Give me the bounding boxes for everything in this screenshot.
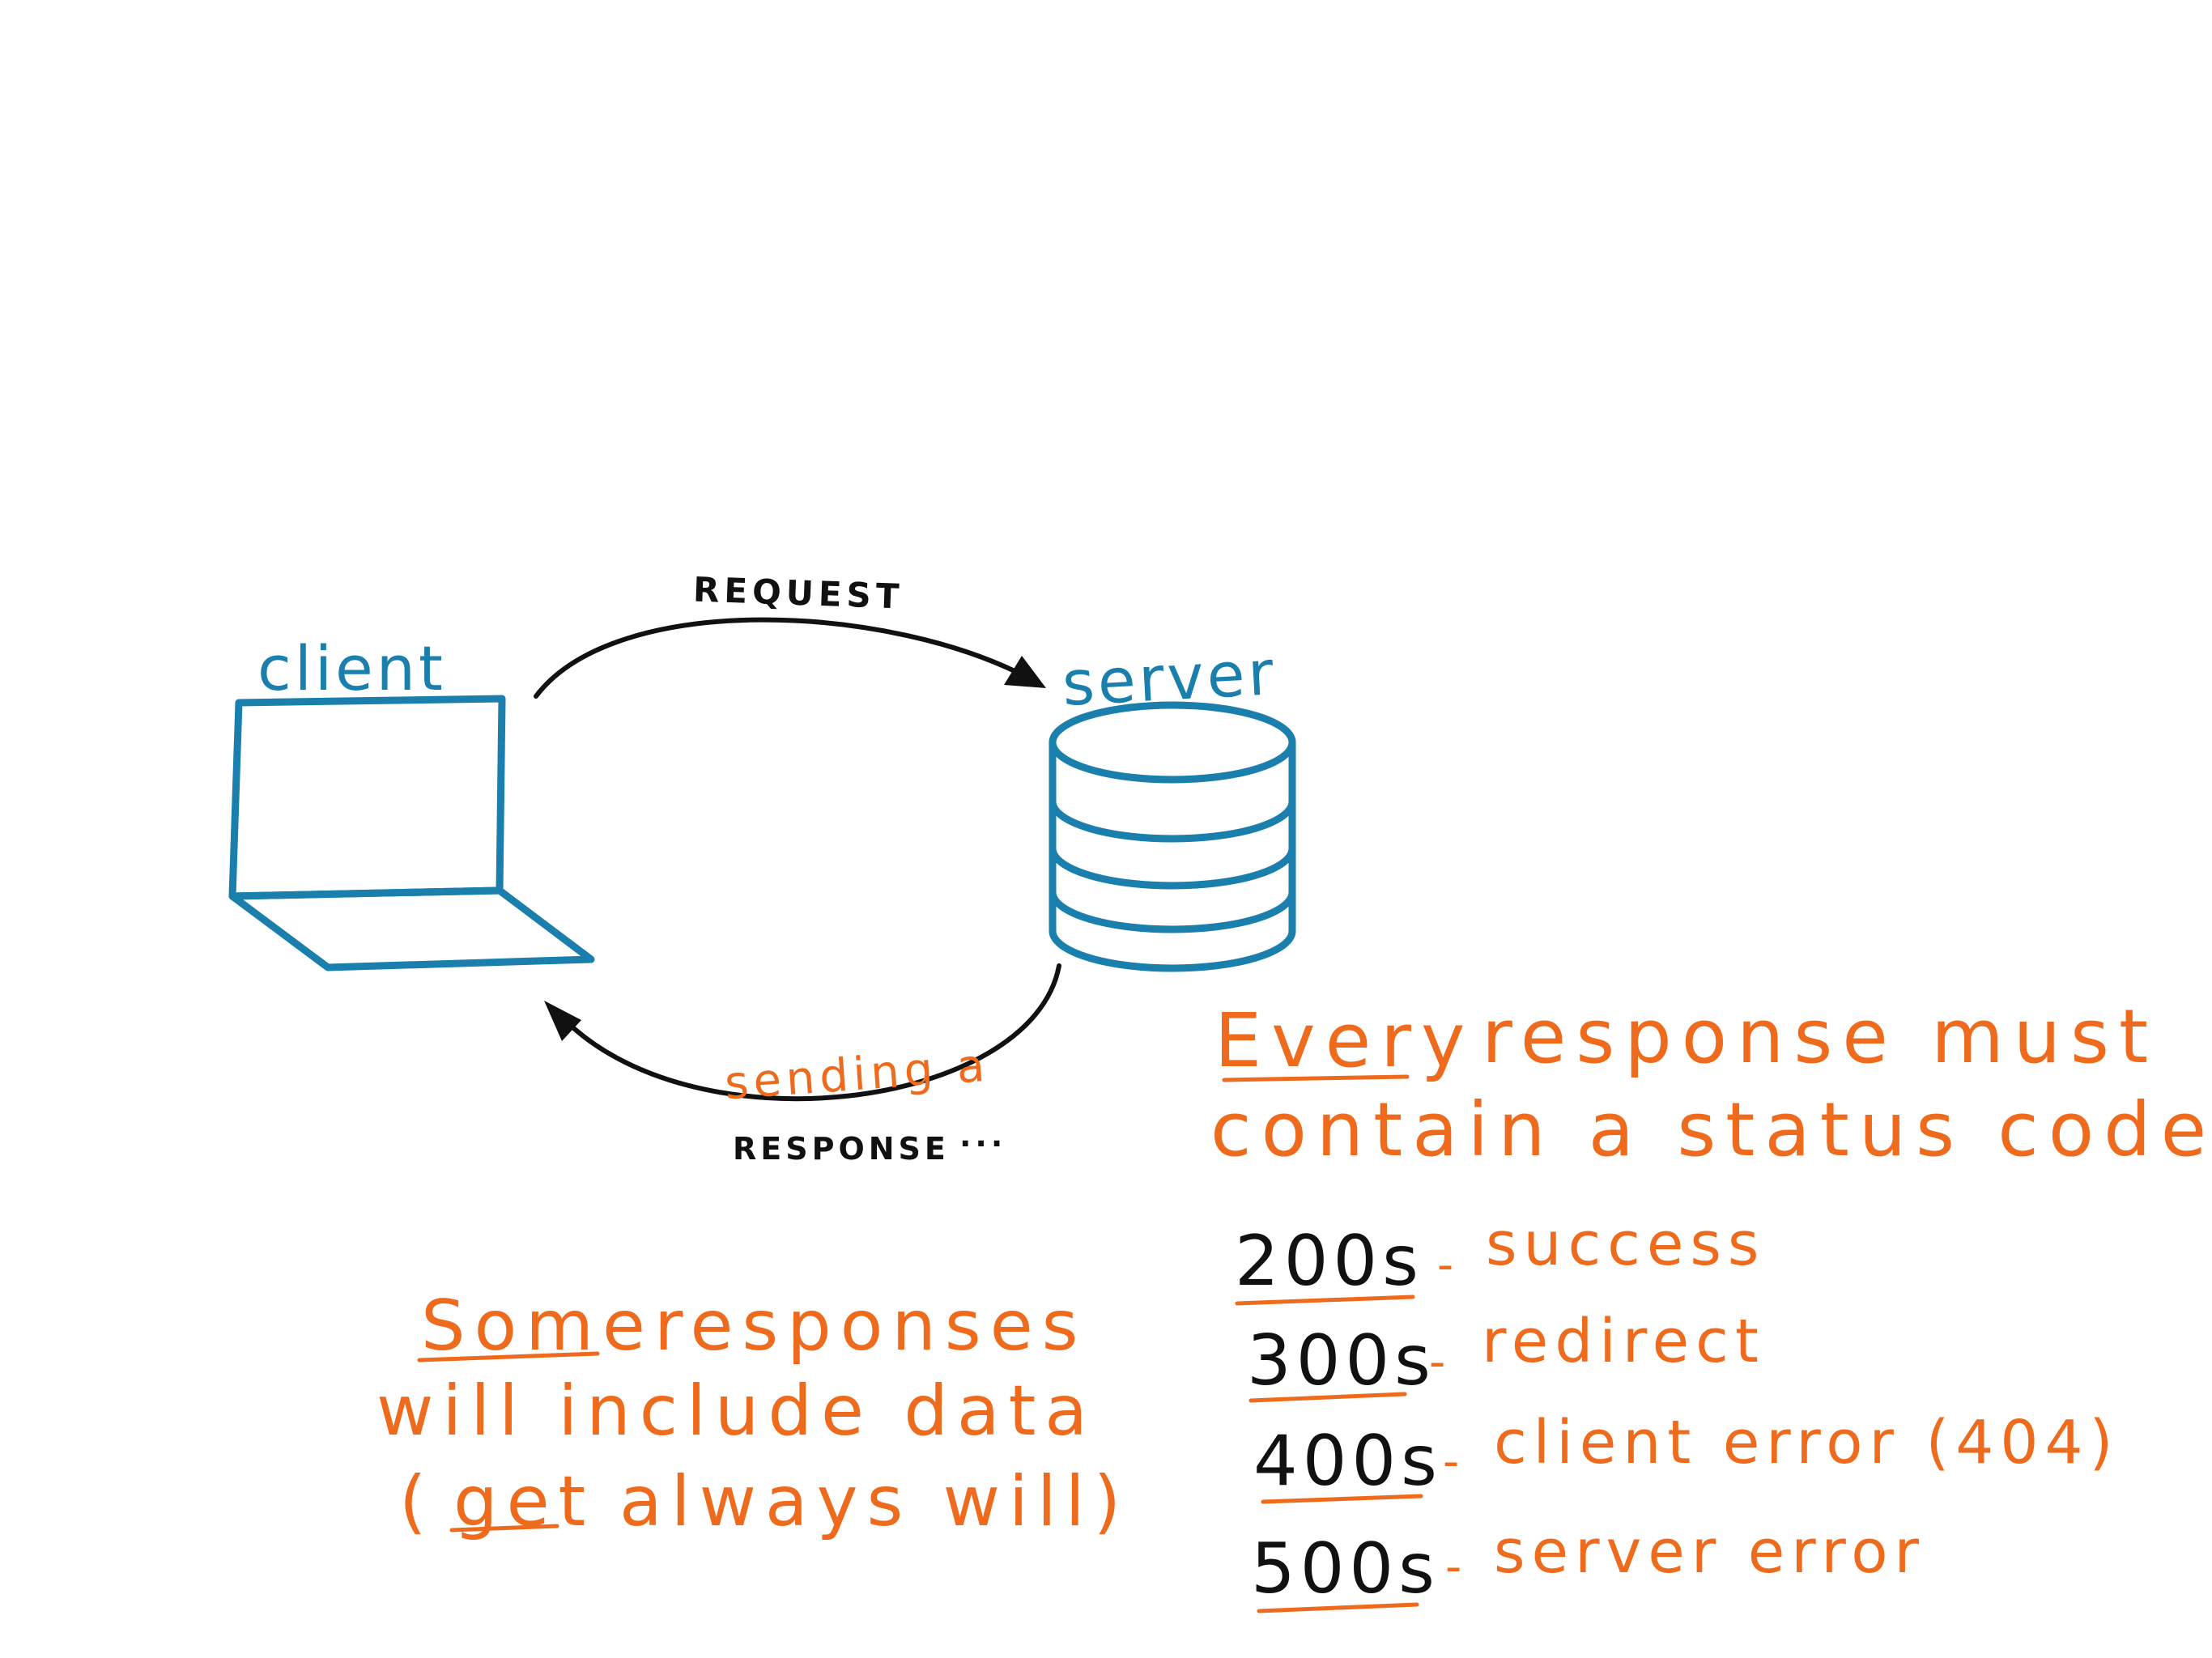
- status-code: 500s: [1251, 1528, 1440, 1609]
- response-arrow: [544, 963, 1061, 1102]
- code-200-underline: [1235, 1295, 1415, 1306]
- status-meaning: success: [1486, 1209, 1766, 1279]
- note-left-get: get: [453, 1461, 595, 1542]
- note-left-line1-rest: responses: [654, 1286, 1087, 1367]
- note-left-some: Some: [421, 1286, 654, 1367]
- code-300-underline: [1249, 1392, 1407, 1403]
- request-label: REQUEST: [692, 569, 905, 617]
- response-label: RESPONSE: [733, 1131, 950, 1167]
- client-label: client: [257, 632, 446, 704]
- note-right-line2: contain a status code: [1210, 1086, 2212, 1173]
- get-underline: [449, 1524, 559, 1533]
- note-left-line3-rest: always will): [619, 1461, 1130, 1542]
- server-label: server: [1060, 636, 1278, 720]
- status-code: 300s: [1247, 1320, 1436, 1401]
- status-meaning: redirect: [1482, 1307, 1765, 1376]
- status-meaning: server error: [1494, 1517, 1925, 1587]
- laptop-icon: [228, 695, 595, 971]
- some-underline: [417, 1351, 600, 1363]
- note-right-every: Every: [1214, 997, 1475, 1084]
- database-icon: [1049, 701, 1296, 972]
- status-dash: -: [1429, 1336, 1446, 1388]
- note-left-open-paren: (: [399, 1461, 436, 1542]
- status-meaning: client error (404): [1494, 1408, 2120, 1477]
- status-dash: -: [1445, 1541, 1462, 1593]
- status-code: 400s: [1253, 1421, 1442, 1502]
- status-dash: -: [1437, 1239, 1454, 1291]
- every-underline: [1222, 1074, 1410, 1082]
- note-left-line2: will include data: [376, 1371, 1096, 1452]
- status-code: 200s: [1235, 1221, 1423, 1302]
- status-dash: -: [1443, 1435, 1460, 1488]
- code-400-underline: [1261, 1494, 1423, 1504]
- code-500-underline: [1257, 1602, 1419, 1613]
- response-ellipsis: ...: [959, 1118, 1007, 1154]
- request-arrow: [534, 617, 1046, 699]
- note-right-line1-rest: response must: [1482, 993, 2159, 1080]
